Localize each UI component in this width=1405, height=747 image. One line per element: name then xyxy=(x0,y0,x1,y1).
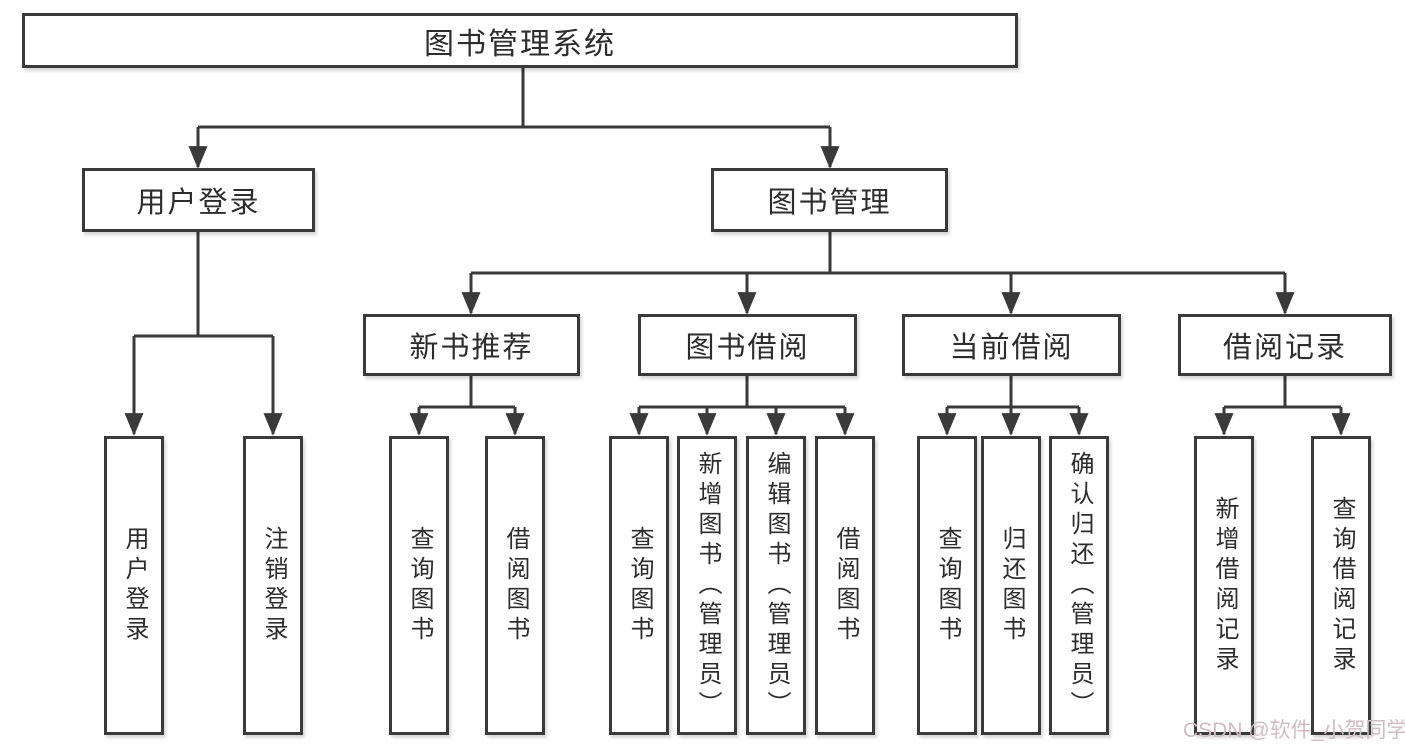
node-user-login: 用户登录 xyxy=(82,168,315,232)
node-label: 归还图书 xyxy=(998,525,1025,646)
node-label: 查询图书 xyxy=(406,525,433,646)
node-label: 图书管理 xyxy=(767,187,892,219)
node-label: 新书推荐 xyxy=(409,332,534,364)
node-label: 确认归还（管理员） xyxy=(1066,450,1093,721)
leaf-confirm-return-admin: 确认归还（管理员） xyxy=(1049,436,1109,735)
node-label: 图书借阅 xyxy=(685,332,810,364)
leaf-user-login: 用户登录 xyxy=(104,436,164,735)
leaf-edit-books-admin: 编辑图书（管理员） xyxy=(746,436,806,735)
node-current-borrowing: 当前借阅 xyxy=(902,314,1121,376)
leaf-query-books-current: 查询图书 xyxy=(917,436,977,735)
node-label: 借阅图书 xyxy=(502,525,529,646)
node-borrowing-records: 借阅记录 xyxy=(1178,314,1392,376)
leaf-return-books: 归还图书 xyxy=(981,436,1041,735)
leaf-add-books-admin: 新增图书（管理员） xyxy=(677,436,737,735)
node-label: 编辑图书（管理员） xyxy=(763,450,790,721)
node-label: 借阅图书 xyxy=(832,525,859,646)
node-label: 用户登录 xyxy=(136,187,261,219)
leaf-borrow-books-newbook: 借阅图书 xyxy=(485,436,545,735)
leaf-borrow-books: 借阅图书 xyxy=(815,436,875,735)
node-label: 新增图书（管理员） xyxy=(694,450,721,721)
node-label: 用户登录 xyxy=(121,525,148,646)
node-label: 查询借阅记录 xyxy=(1328,495,1355,676)
node-label: 查询图书 xyxy=(626,525,653,646)
leaf-query-books-newbook: 查询图书 xyxy=(389,436,449,735)
csdn-watermark: CSDN @软件_小贺同学 xyxy=(1183,719,1405,742)
node-label: 图书管理系统 xyxy=(424,27,616,61)
node-label: 注销登录 xyxy=(260,525,287,646)
node-label: 借阅记录 xyxy=(1222,332,1347,364)
leaf-logout: 注销登录 xyxy=(243,436,303,735)
node-label: 查询图书 xyxy=(934,525,961,646)
node-library-management-system: 图书管理系统 xyxy=(22,13,1018,68)
leaf-add-borrow-record: 新增借阅记录 xyxy=(1194,436,1254,735)
node-label: 新增借阅记录 xyxy=(1211,495,1238,676)
leaf-query-borrow-record: 查询借阅记录 xyxy=(1311,436,1371,735)
leaf-query-books-borrow: 查询图书 xyxy=(609,436,669,735)
node-new-book-recommendation: 新书推荐 xyxy=(363,314,580,376)
node-book-borrowing: 图书借阅 xyxy=(638,314,857,376)
node-label: 当前借阅 xyxy=(949,332,1074,364)
node-book-management: 图书管理 xyxy=(711,168,948,232)
